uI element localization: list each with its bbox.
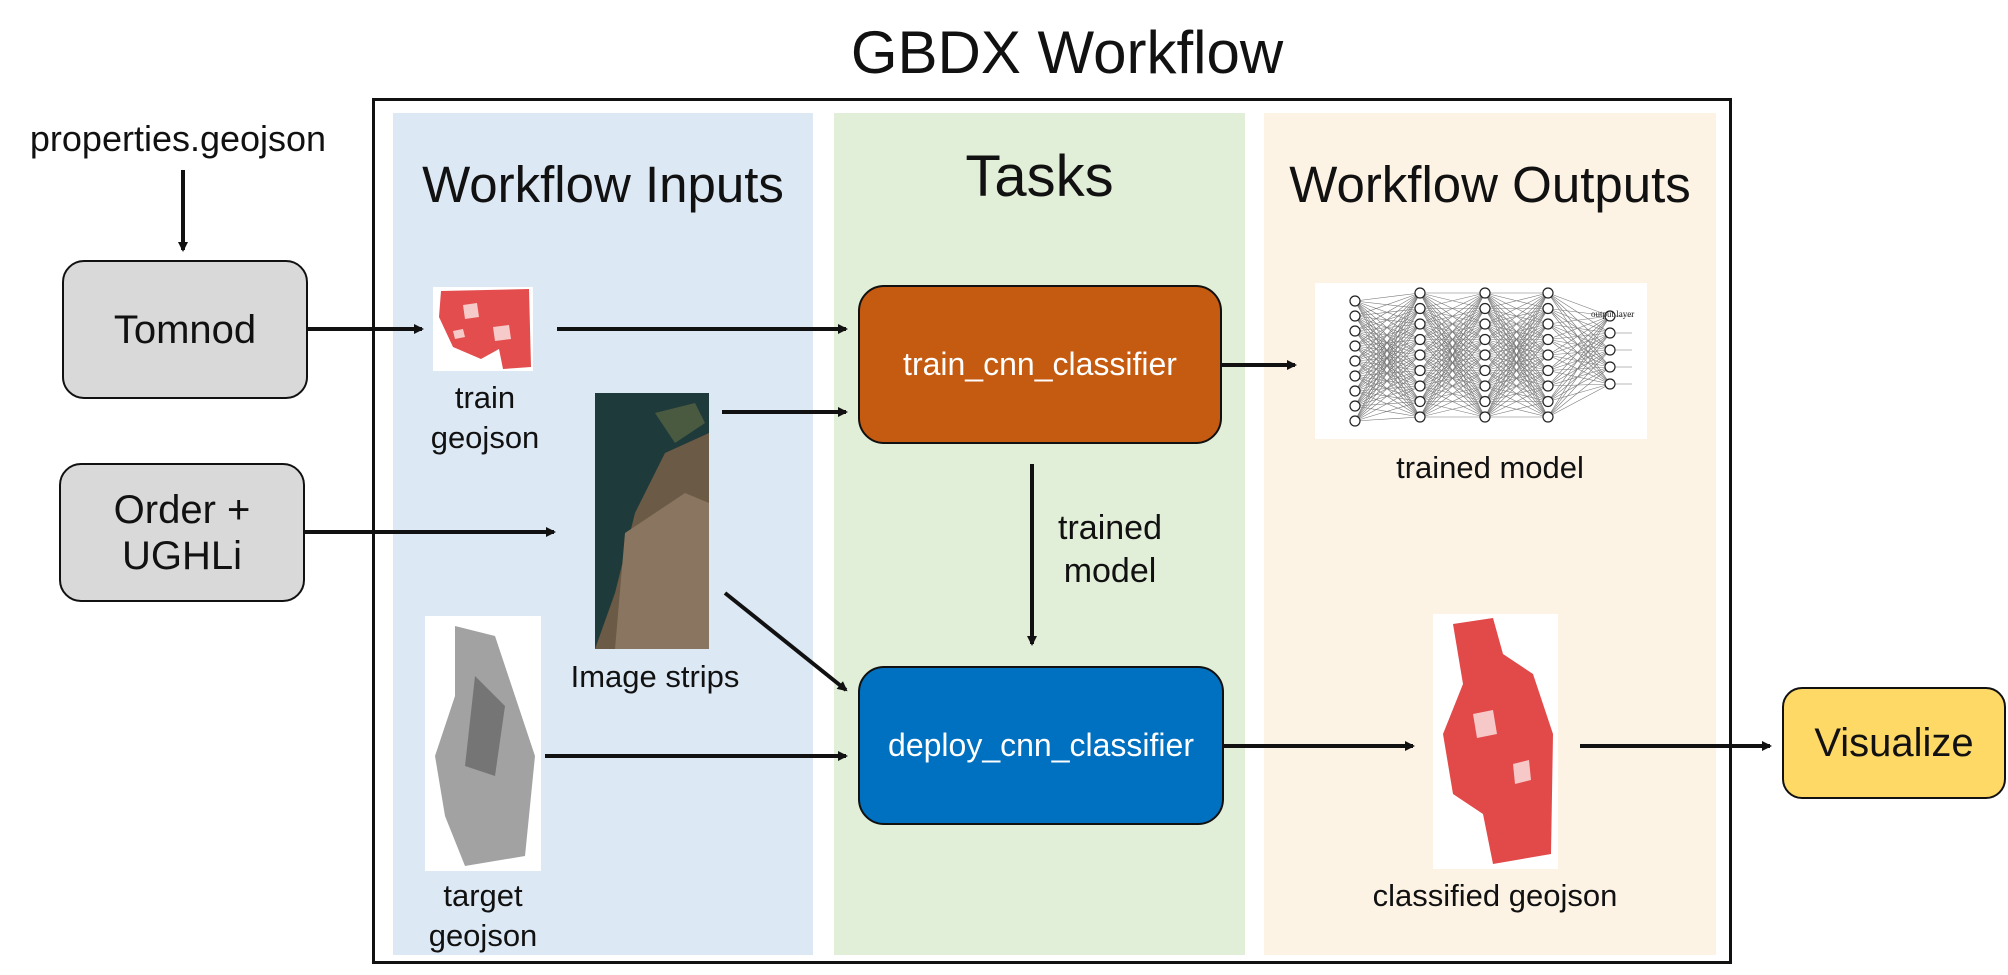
network-node: [1414, 380, 1426, 392]
image-strip-thumbnail: [595, 393, 709, 649]
network-node: [1604, 361, 1616, 373]
order-label: Order +: [113, 487, 251, 532]
network-node: [1414, 411, 1426, 423]
network-node: [1349, 340, 1361, 352]
train-cnn-classifier-label: train_cnn_classifier: [903, 346, 1177, 382]
trained-model-link-line1: trained: [1058, 509, 1162, 547]
network-node: [1542, 395, 1554, 408]
target-geojson-line2: geojson: [428, 918, 538, 953]
network-node: [1414, 333, 1426, 346]
network-node: [1542, 364, 1554, 377]
network-node: [1414, 395, 1426, 408]
target-geojson-map-thumbnail: [425, 616, 541, 871]
ughli-label: UGHLi: [121, 533, 243, 578]
trained-model-link-line2: model: [1063, 552, 1157, 590]
network-node: [1479, 411, 1491, 423]
deploy-cnn-classifier-task[interactable]: deploy_cnn_classifier: [858, 666, 1224, 825]
network-node: [1414, 287, 1426, 299]
network-node: [1542, 349, 1554, 361]
network-node: [1414, 302, 1426, 315]
network-node: [1349, 325, 1361, 337]
network-node: [1349, 370, 1361, 382]
tomnod-label: Tomnod: [113, 307, 257, 352]
network-node: [1349, 295, 1361, 307]
visualize-label: Visualize: [1814, 720, 1974, 765]
target-geojson-line1: target: [443, 878, 523, 913]
network-node: [1414, 364, 1426, 377]
trained-model-output-label: trained model: [1396, 450, 1584, 485]
network-node: [1542, 318, 1554, 330]
train-geojson-line1: train: [454, 380, 516, 415]
network-node: [1604, 378, 1616, 390]
network-node: [1604, 310, 1616, 322]
network-node: [1479, 333, 1491, 346]
visualize-box[interactable]: Visualize: [1782, 687, 2006, 799]
network-node: [1542, 411, 1554, 423]
network-node: [1542, 302, 1554, 315]
train-cnn-classifier-task[interactable]: train_cnn_classifier: [858, 285, 1222, 444]
network-node: [1479, 302, 1491, 315]
network-node: [1542, 380, 1554, 392]
workflow-outputs-heading: Workflow Outputs: [1289, 156, 1691, 213]
network-node: [1542, 333, 1554, 346]
network-node: [1604, 344, 1616, 356]
train-geojson-map-thumbnail: [433, 287, 533, 371]
tasks-heading: Tasks: [965, 144, 1114, 209]
network-node: [1479, 380, 1491, 392]
tomnod-box[interactable]: Tomnod: [62, 260, 308, 399]
network-node: [1349, 385, 1361, 397]
train-geojson-line2: geojson: [430, 420, 540, 455]
classified-geojson-map-thumbnail: [1433, 614, 1558, 869]
network-node: [1414, 318, 1426, 330]
network-node: [1349, 415, 1361, 427]
deploy-cnn-classifier-label: deploy_cnn_classifier: [888, 727, 1194, 763]
network-node: [1604, 327, 1616, 339]
target-geojson-label: target geojson: [400, 876, 566, 956]
image-strips-label: Image strips: [570, 659, 740, 694]
network-node: [1414, 349, 1426, 361]
network-node: [1479, 349, 1491, 361]
network-node: [1349, 355, 1361, 367]
diagram-title: GBDX Workflow: [850, 19, 1284, 86]
network-node: [1349, 310, 1361, 322]
classified-geojson-label: classified geojson: [1372, 878, 1618, 913]
trained-model-link-label: trained model: [1030, 507, 1190, 593]
neural-network-diagram: output layer: [1315, 283, 1647, 439]
output-layer-label: output layer: [1591, 309, 1634, 319]
properties-geojson-label: properties.geojson: [29, 118, 327, 159]
network-node: [1479, 395, 1491, 408]
train-geojson-label: train geojson: [400, 378, 570, 458]
network-node: [1479, 364, 1491, 377]
network-node: [1542, 287, 1554, 299]
network-node: [1479, 318, 1491, 330]
order-ughli-box[interactable]: Order + UGHLi: [59, 463, 305, 602]
arrow-image-strips-to-deploy-task: [723, 591, 848, 692]
network-node: [1479, 287, 1491, 299]
network-node: [1349, 400, 1361, 412]
workflow-inputs-heading: Workflow Inputs: [422, 156, 784, 213]
